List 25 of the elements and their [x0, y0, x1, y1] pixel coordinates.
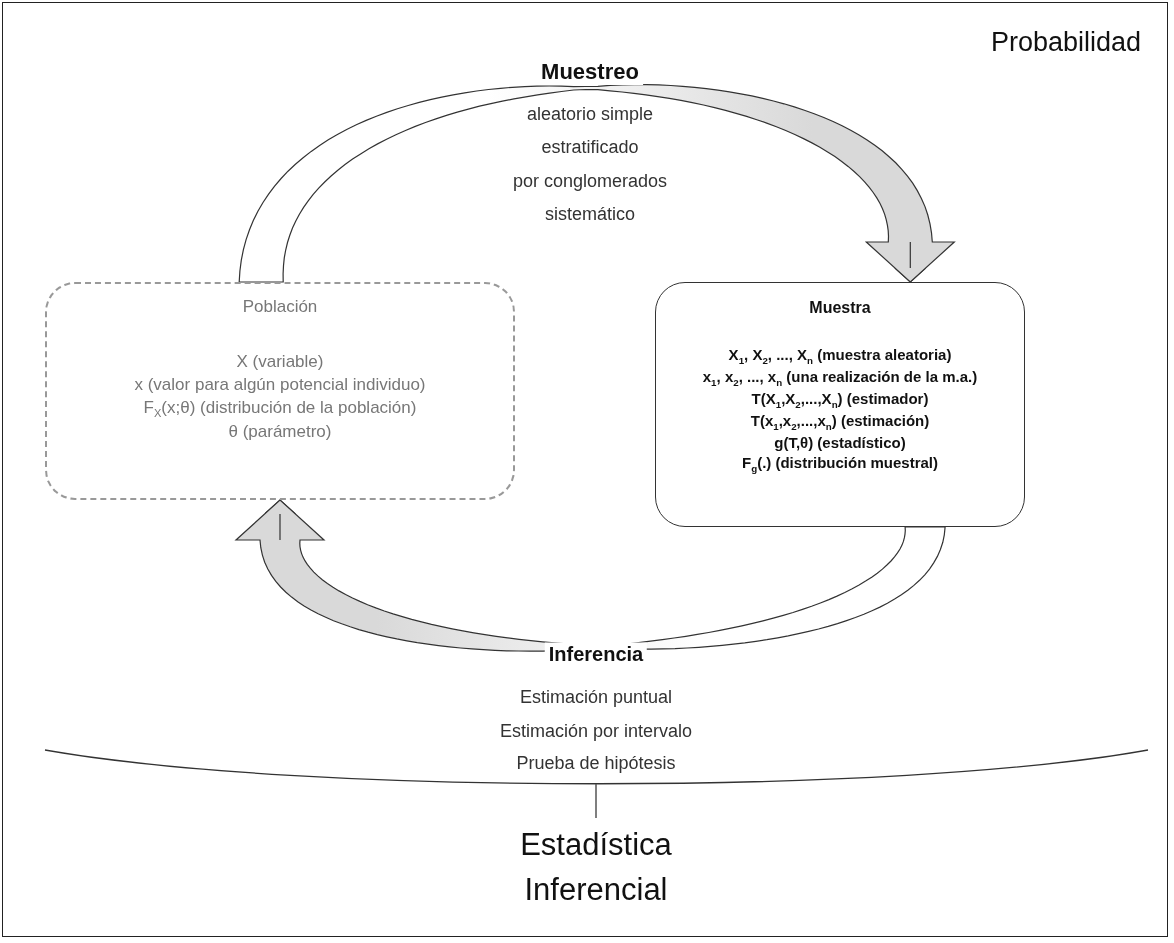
box-heading: Muestra: [809, 298, 871, 318]
text-label: Probabilidad: [990, 26, 1142, 58]
box-text-line: x$_{1}$, x$_{2}$, ..., x$_{n}$ (una realización de la m.a.): [702, 366, 978, 389]
box-text-line: X (variable): [236, 350, 324, 373]
box-text-line: θ (parámetro): [228, 421, 332, 444]
text-label: estratificado: [541, 136, 639, 158]
box-text-line: g(T,θ) (estadístico): [774, 433, 906, 454]
box-text-line: F$_{g}$(.) (distribución muestral): [742, 453, 938, 476]
box-text-line: x (valor para algún potencial individuo): [134, 373, 426, 396]
text-label: Estimación por intervalo: [499, 720, 693, 742]
box-text-line: X$_{1}$, X$_{2}$, ..., X$_{n}$ (muestra aleatoria): [728, 344, 952, 367]
curved-block-arrow: [234, 499, 946, 652]
text-label: Estimación puntual: [519, 686, 673, 708]
text-label: Estadística Inferencial: [519, 826, 673, 909]
sample-box: [655, 282, 1025, 527]
box-text-line: F$_{X}$(x;θ) (distribución de la población): [143, 396, 417, 422]
text-label: Prueba de hipótesis: [516, 752, 676, 774]
box-text-line: T(x$_{1}$,x$_{2}$,...,x$_{n}$) (estimación): [750, 411, 930, 434]
curved-block-arrow: [238, 84, 956, 283]
text-label: sistemático: [545, 203, 635, 225]
box-heading: Población: [242, 296, 318, 318]
text-label: por conglomerados: [512, 170, 668, 192]
population-box: [45, 282, 515, 500]
box-text-line: T(X$_{1}$,X$_{2}$,...,X$_{n}$) (estimador): [751, 388, 929, 412]
text-label: aleatorio simple: [526, 103, 654, 125]
